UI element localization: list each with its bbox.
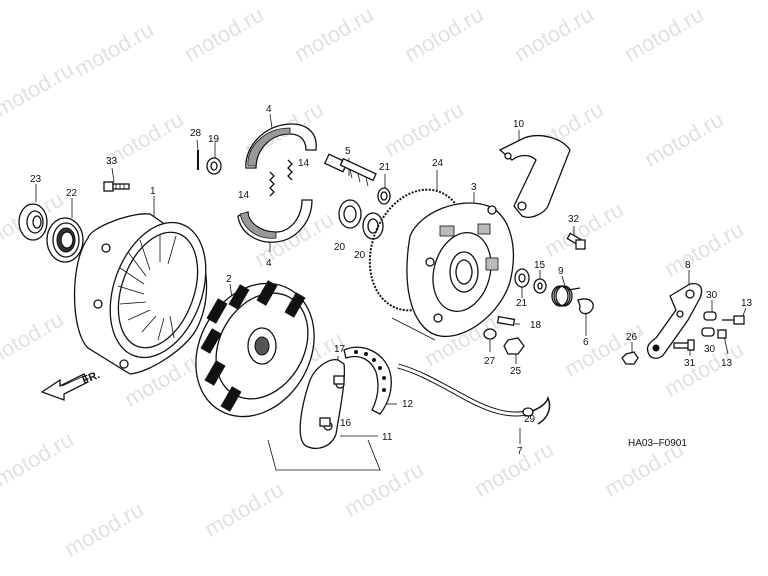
callout-30b: 30 [704,344,716,355]
part-6-clip [577,298,594,315]
part-21-o-ring-upper [377,187,391,205]
diagram-code: HA03–F0901 [628,438,687,449]
part-5-brake-cam [323,153,377,187]
callout-10: 10 [513,119,525,130]
callout-14b: 14 [238,190,250,201]
part-15-washer [533,278,547,294]
front-direction-arrow [40,373,89,401]
part-20-bearing-left [338,199,362,229]
part-9-return-spring [551,285,581,307]
leader-line [723,335,729,355]
part-33-bolt [103,181,130,192]
callout-13a: 13 [741,298,753,309]
part-32-bolt [566,232,586,250]
callout-4b: 4 [266,258,272,269]
part-4-brake-shoe-lower [237,199,313,243]
callout-8: 8 [685,260,691,271]
leader-line [269,113,273,129]
callout-5: 5 [345,146,351,157]
callout-17: 17 [334,344,346,355]
callout-23: 23 [30,174,42,185]
part-27-washer [483,328,497,340]
callout-24: 24 [432,158,444,169]
part-31-bolt [673,339,695,351]
callout-7: 7 [517,446,523,457]
part-19-washer [206,157,222,175]
callout-21a: 21 [379,162,391,173]
callout-18: 18 [530,320,542,331]
leader-line [391,317,436,341]
callout-25: 25 [510,366,522,377]
callout-22: 22 [66,188,78,199]
callout-numbers: 1 2 3 4 4 5 6 7 8 9 10 11 12 13 13 14 14… [30,104,753,457]
callout-9: 9 [558,266,564,277]
callout-13b: 13 [721,358,733,369]
part-14-springs [269,159,293,197]
callout-4a: 4 [266,104,272,115]
callout-20b: 20 [354,250,366,261]
direction-label: FR. [81,369,102,387]
leader-line [111,167,115,183]
callout-26: 26 [626,332,638,343]
part-20-bearing-right [362,212,384,240]
part-4-brake-shoe-upper [245,123,317,169]
callout-15: 15 [534,260,546,271]
part-13-bolt-lower [717,329,727,339]
part-13-bolt-upper [722,315,745,325]
callout-6: 6 [583,337,589,348]
leader-line [196,139,199,151]
part-25-nut [503,337,525,355]
callout-1: 1 [150,186,156,197]
part-12-cable-guide [343,346,392,415]
callout-21b: 21 [516,298,528,309]
part-26-nut [621,351,639,365]
callout-31: 31 [684,358,696,369]
part-30-collar-lower [701,327,715,337]
callout-14a: 14 [298,158,310,169]
part-29-clamp [522,407,534,417]
callout-19: 19 [208,134,220,145]
part-7-brake-cable [397,363,551,425]
callout-12: 12 [402,399,414,410]
part-8-brake-arm [646,282,703,359]
part-11-stay [299,359,346,449]
part-17-bolt [333,375,345,385]
callout-28: 28 [190,128,202,139]
callout-3: 3 [471,182,477,193]
callout-11: 11 [382,432,393,443]
group-bracket [267,439,381,471]
part-16-bolt [319,417,331,427]
callout-27: 27 [484,356,496,367]
callout-2: 2 [226,274,232,285]
part-22-bearing [46,217,84,263]
part-30-collar-upper [703,311,717,321]
callout-32: 32 [568,214,580,225]
callout-29: 29 [524,414,536,425]
part-18-bolt [496,315,516,327]
part-1-housing [73,213,208,375]
callout-33: 33 [106,156,118,167]
part-2-brake-drum [195,280,315,418]
part-10-cover [498,135,571,218]
callout-20a: 20 [334,242,346,253]
part-23-dust-seal [18,203,48,241]
callout-16: 16 [340,418,352,429]
part-21-o-ring-lower [514,268,530,288]
callout-30a: 30 [706,290,718,301]
part-3-brake-panel [406,202,514,338]
